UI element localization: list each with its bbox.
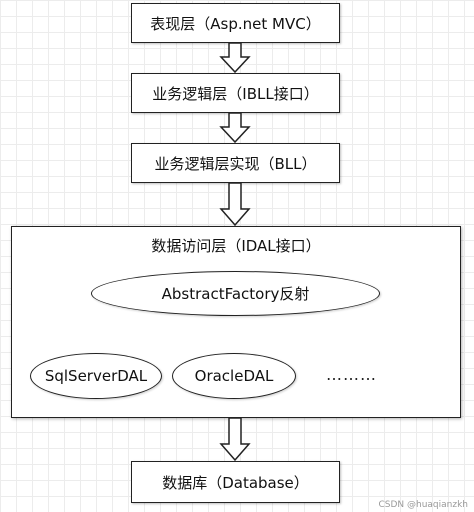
presentation-layer-box: 表现层（Asp.net MVC） bbox=[131, 3, 340, 43]
abstract-factory-label: AbstractFactory反射 bbox=[161, 285, 310, 303]
database-layer-label: 数据库（Database） bbox=[162, 473, 309, 492]
arrow-ibll-to-bll bbox=[219, 112, 251, 144]
more-implementations-ellipsis: ……… bbox=[326, 365, 377, 384]
business-interface-layer-box: 业务逻辑层（IBLL接口） bbox=[131, 73, 340, 113]
data-access-layer-title: 数据访问层（IDAL接口） bbox=[151, 237, 321, 255]
database-layer-box: 数据库（Database） bbox=[131, 461, 340, 503]
arrow-bll-to-dal bbox=[219, 182, 251, 227]
oracle-dal-label: OracleDAL bbox=[194, 367, 274, 385]
presentation-layer-label: 表现层（Asp.net MVC） bbox=[150, 14, 321, 33]
oracle-dal-ellipse: OracleDAL bbox=[172, 353, 296, 399]
business-interface-layer-label: 业务逻辑层（IBLL接口） bbox=[152, 84, 319, 103]
arrow-presentation-to-ibll bbox=[219, 42, 251, 74]
business-impl-layer-label: 业务逻辑层实现（BLL） bbox=[154, 154, 317, 173]
watermark: CSDN @huaqianzkh bbox=[378, 500, 468, 510]
business-impl-layer-box: 业务逻辑层实现（BLL） bbox=[131, 143, 340, 183]
sqlserver-dal-label: SqlServerDAL bbox=[44, 367, 148, 385]
arrow-dal-to-database bbox=[219, 417, 251, 462]
sqlserver-dal-ellipse: SqlServerDAL bbox=[30, 353, 162, 399]
data-access-layer-container: 数据访问层（IDAL接口） AbstractFactory反射 SqlServe… bbox=[11, 226, 461, 418]
abstract-factory-ellipse: AbstractFactory反射 bbox=[91, 271, 380, 316]
